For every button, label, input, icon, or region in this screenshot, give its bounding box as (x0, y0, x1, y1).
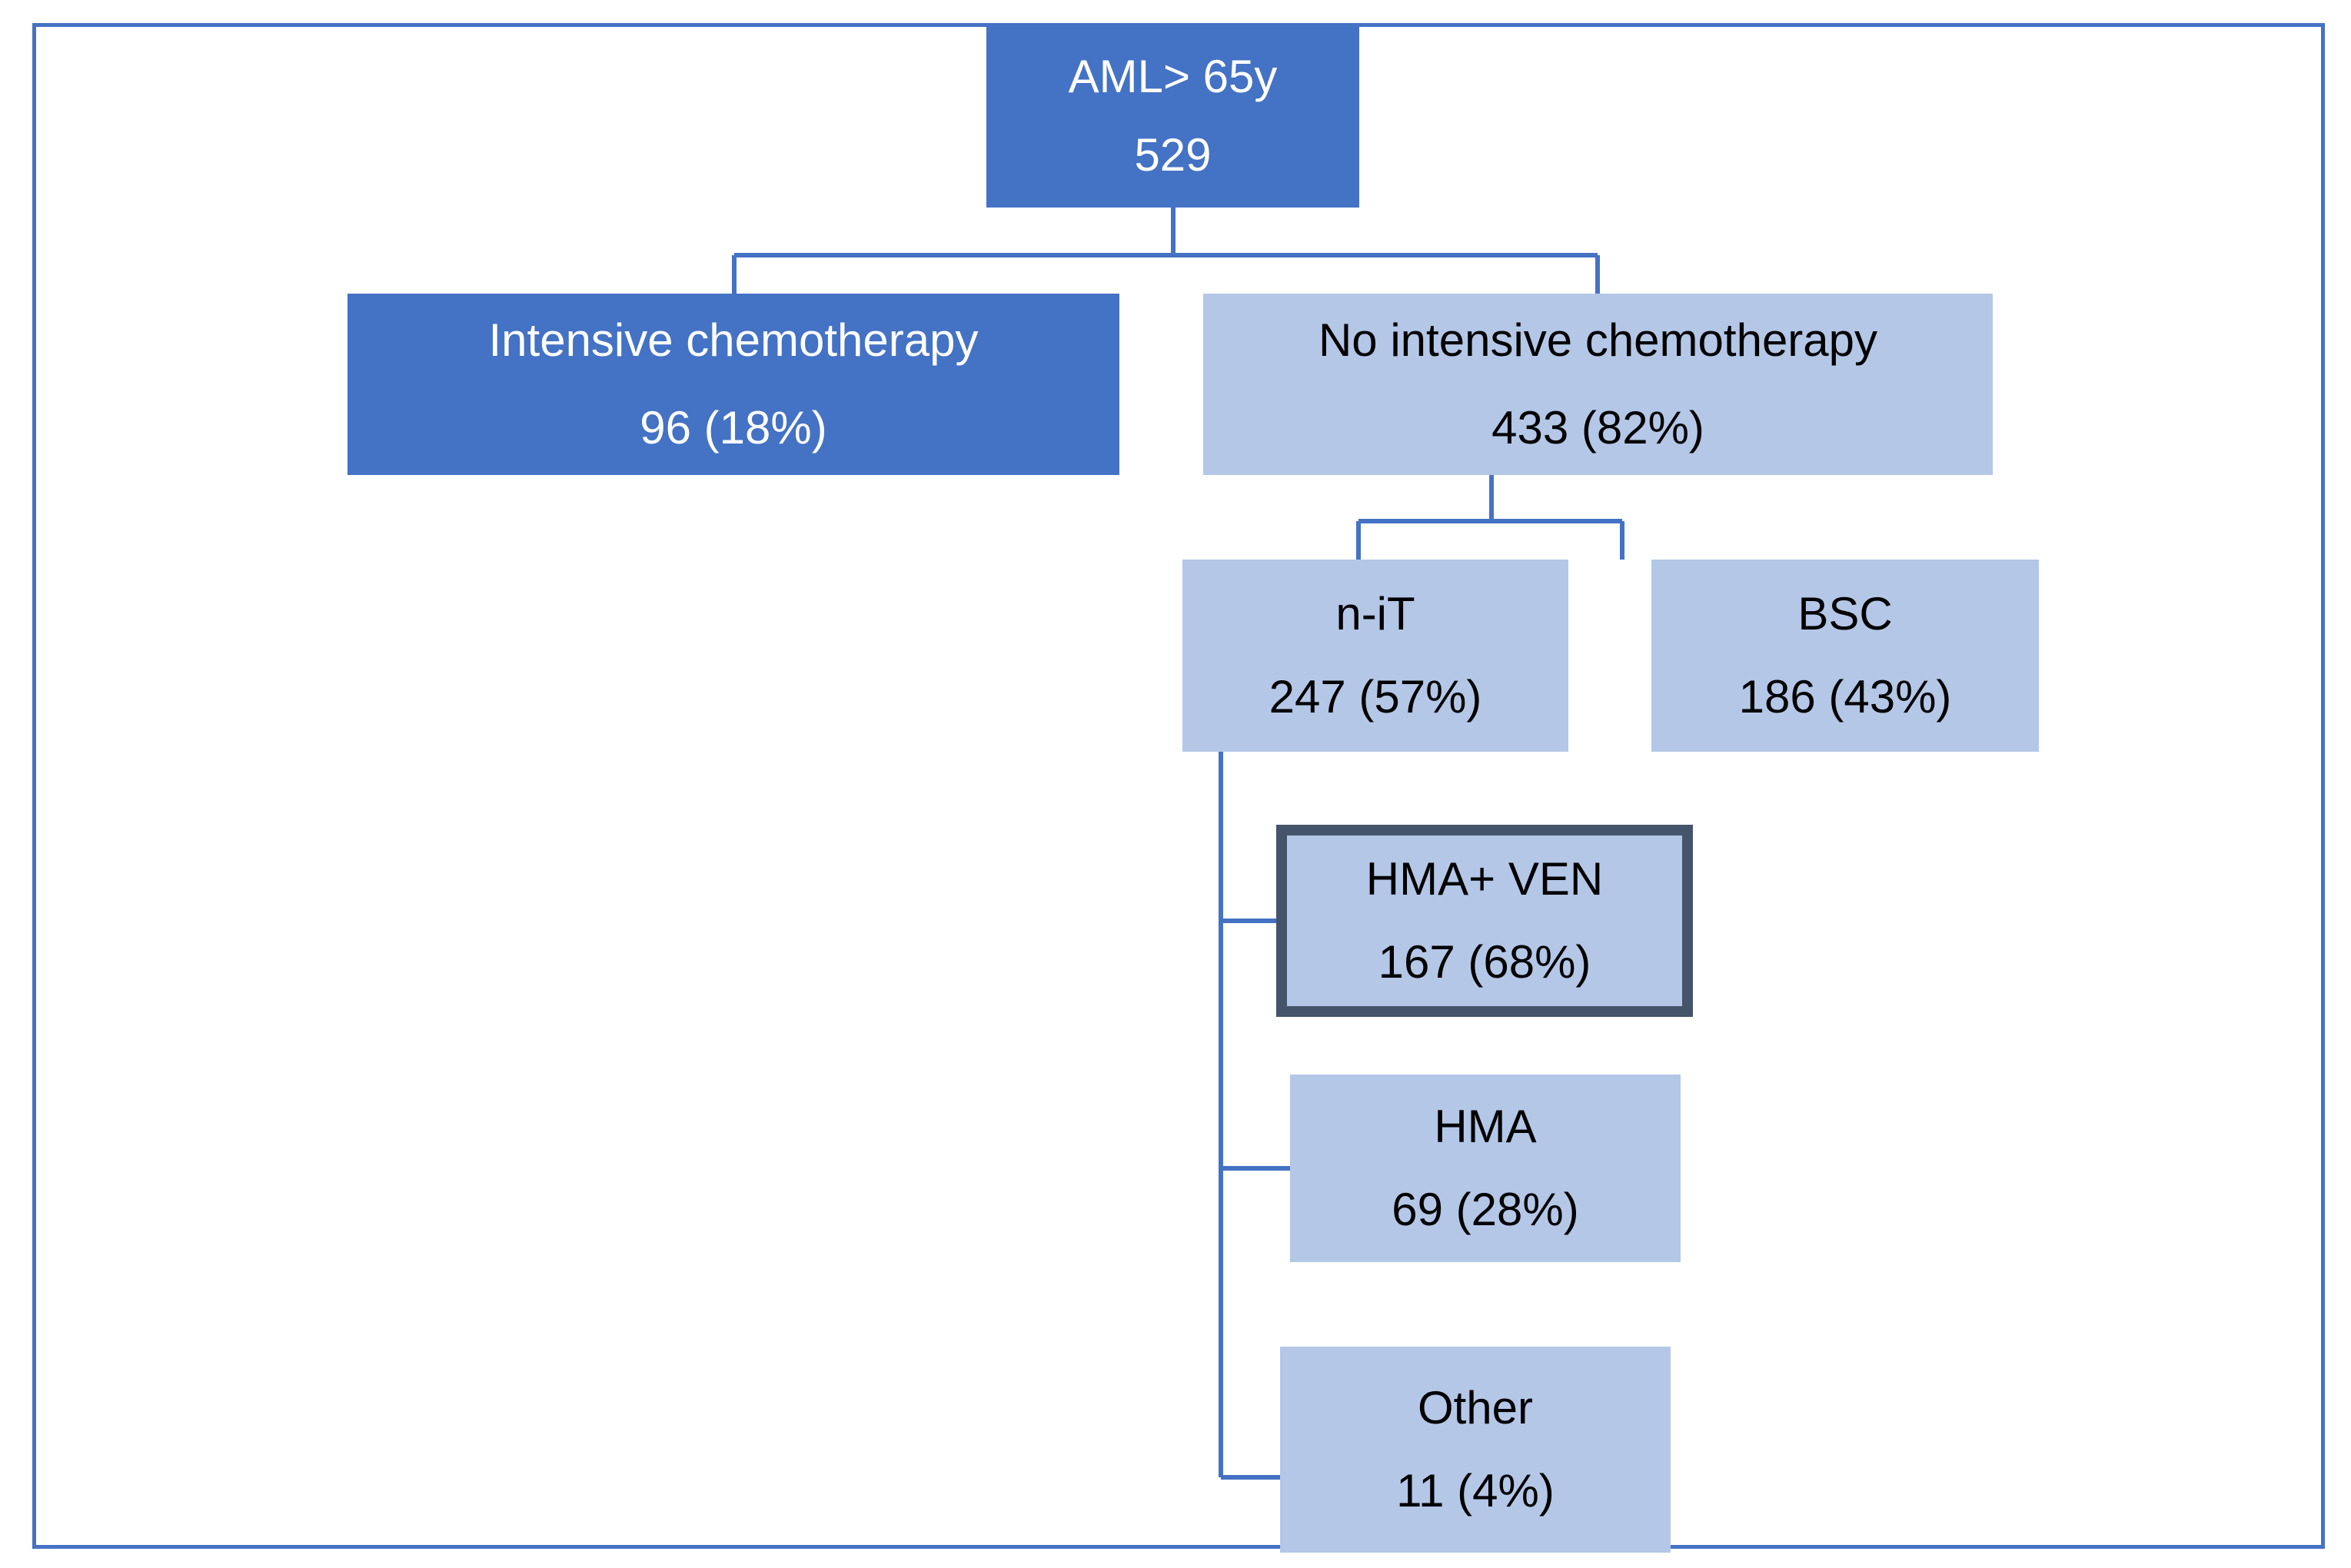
node-count: 167 (68%) (1378, 936, 1591, 988)
node-count: 529 (1134, 129, 1212, 181)
node-other: Other 11 (4%) (1280, 1347, 1671, 1553)
node-count: 433 (82%) (1491, 402, 1704, 453)
node-label: HMA+ VEN (1365, 852, 1604, 905)
node-count: 96 (18%) (640, 402, 827, 453)
node-count: 69 (28%) (1392, 1184, 1579, 1235)
node-label: Other (1417, 1381, 1534, 1433)
node-no-intensive-chemotherapy: No intensive chemotherapy 433 (82%) (1203, 294, 1993, 475)
node-label: Intensive chemotherapy (488, 314, 979, 366)
node-hma-plus-ven-highlighted: HMA+ VEN 167 (68%) (1276, 825, 1693, 1017)
node-label: No intensive chemotherapy (1318, 314, 1878, 366)
node-label: BSC (1797, 587, 1893, 639)
node-intensive-chemotherapy: Intensive chemotherapy 96 (18%) (347, 294, 1119, 475)
node-label: HMA (1434, 1100, 1537, 1152)
node-n-it: n-iT 247 (57%) (1182, 560, 1568, 752)
node-label: AML> 65y (1068, 50, 1278, 102)
node-aml-over-65: AML> 65y 529 (986, 25, 1359, 208)
node-hma: HMA 69 (28%) (1290, 1075, 1681, 1262)
node-count: 11 (4%) (1396, 1465, 1555, 1517)
node-label: n-iT (1335, 587, 1415, 639)
node-bsc: BSC 186 (43%) (1651, 560, 2039, 752)
node-count: 247 (57%) (1269, 671, 1482, 723)
node-count: 186 (43%) (1738, 671, 1952, 723)
